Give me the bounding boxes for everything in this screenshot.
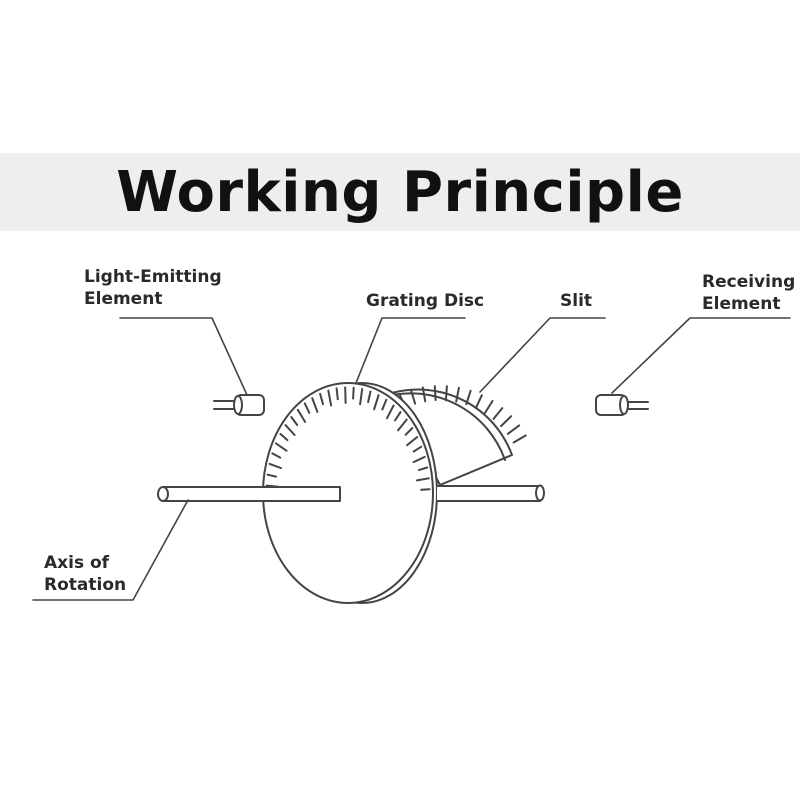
leader-lines [32,317,791,601]
grating-tick [359,388,364,406]
slit-tick [444,385,448,402]
title-band: Working Principle [0,153,800,231]
slit-tick [484,400,494,414]
grating-tick [386,404,395,420]
slit-tick [512,434,527,444]
grating-tick [271,452,282,459]
grating-tick [367,390,372,404]
label-grating-disc: Grating Disc [366,291,485,311]
label-light-emitting-element: Light-Emitting Element [84,267,222,309]
slit-tick [506,424,521,435]
grating-tick [284,424,296,436]
slit-plate [378,385,527,486]
grating-tick [311,397,319,413]
grating-tick [352,386,355,400]
grating-tick [406,436,419,447]
grating-tick [290,416,299,426]
label-slit: Slit [560,291,593,311]
grating-tick [327,389,333,407]
grating-tick [397,418,408,432]
grating-tick [266,473,277,478]
shaft-right [436,484,545,502]
grating-tick [319,392,324,406]
slit-tick [421,386,427,403]
grating-tick [412,445,423,453]
grating-tick [275,442,288,452]
label-receiving-element: Receiving Element [702,272,796,314]
slit-tick [465,389,472,406]
grating-tick [394,411,402,422]
grating-tick [296,408,307,423]
grating-tick [404,427,414,436]
grating-tick [416,477,430,482]
grating-tick [279,432,289,442]
slit-tick [474,394,483,409]
slit-tick [500,415,513,427]
grating-disc-face [261,382,434,604]
leader-axis [32,499,189,601]
page-title: Working Principle [116,159,684,225]
grating-tick [335,387,339,401]
leader-grating-disc [355,317,466,384]
grating-tick [381,398,388,411]
leader-light-emitting [119,317,248,396]
slit-tick [455,386,460,403]
receiving-element [595,394,649,416]
light-emitting-element [213,394,265,416]
label-axis-of-rotation: Axis of Rotation [44,553,127,595]
leader-receiving [611,317,791,394]
grating-tick [417,466,429,472]
grating-tick [303,402,311,414]
leader-slit [479,317,606,393]
slit-tick [410,389,417,405]
slit-tick [433,385,437,402]
grating-tick [373,394,380,411]
slit-tick [492,407,504,420]
grating-tick [268,462,282,470]
grating-tick [412,455,426,464]
